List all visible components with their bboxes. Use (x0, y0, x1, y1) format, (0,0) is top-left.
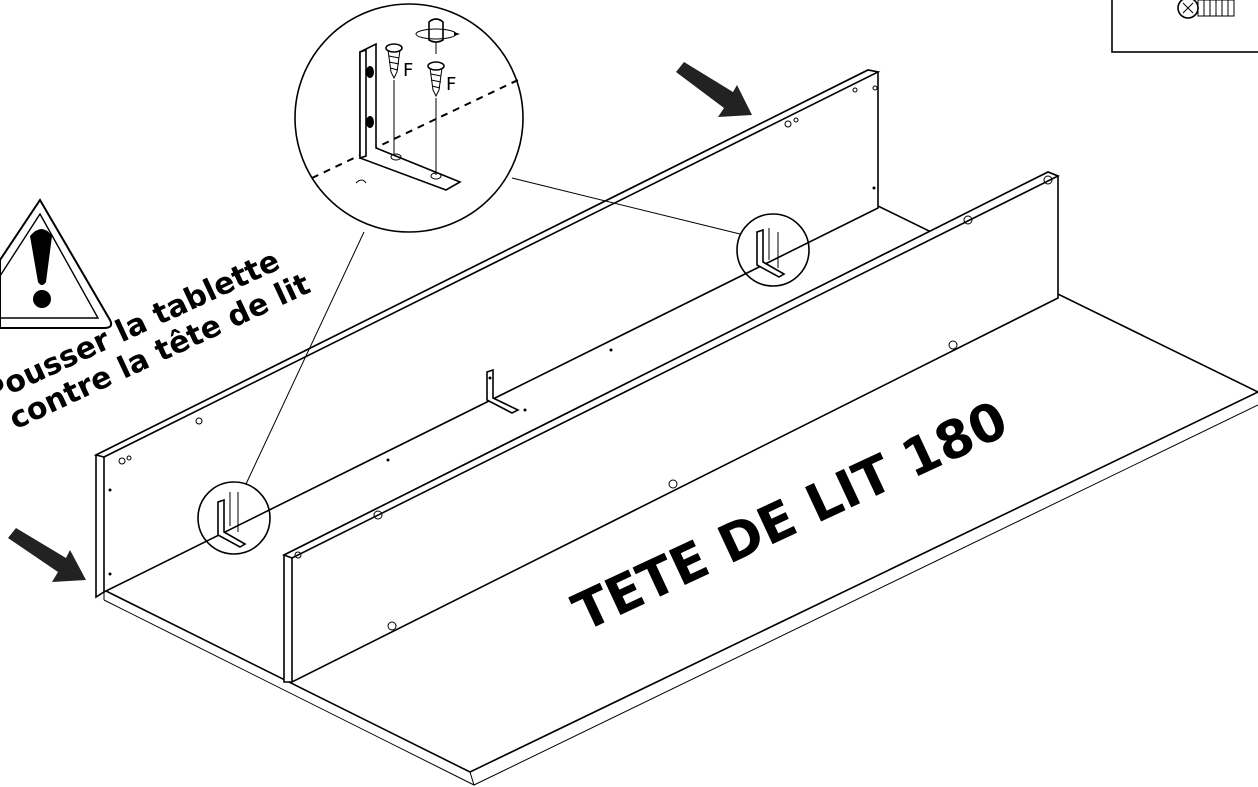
arrow-icon (8, 528, 86, 582)
bracket-detail-circle-left (197, 481, 271, 555)
screw-label-2: F (446, 74, 456, 95)
warning-triangle-icon (0, 198, 113, 329)
bracket-detail-circle-right (736, 213, 810, 287)
screwdriver-icon (415, 18, 460, 54)
arrow-icon (676, 62, 752, 117)
magnified-detail: F F (294, 3, 524, 233)
screw-icon (385, 43, 403, 155)
screw-label-1: F (403, 60, 413, 81)
screw-icon (427, 61, 445, 175)
angle-bracket-icon (359, 42, 462, 191)
screw-icon (1177, 0, 1235, 19)
hardware-inset (1111, 0, 1258, 53)
headboard-panel (93, 69, 881, 599)
front-divider-panel (282, 171, 1060, 683)
leader-lines (245, 177, 741, 485)
angle-bracket-icon (486, 368, 527, 414)
